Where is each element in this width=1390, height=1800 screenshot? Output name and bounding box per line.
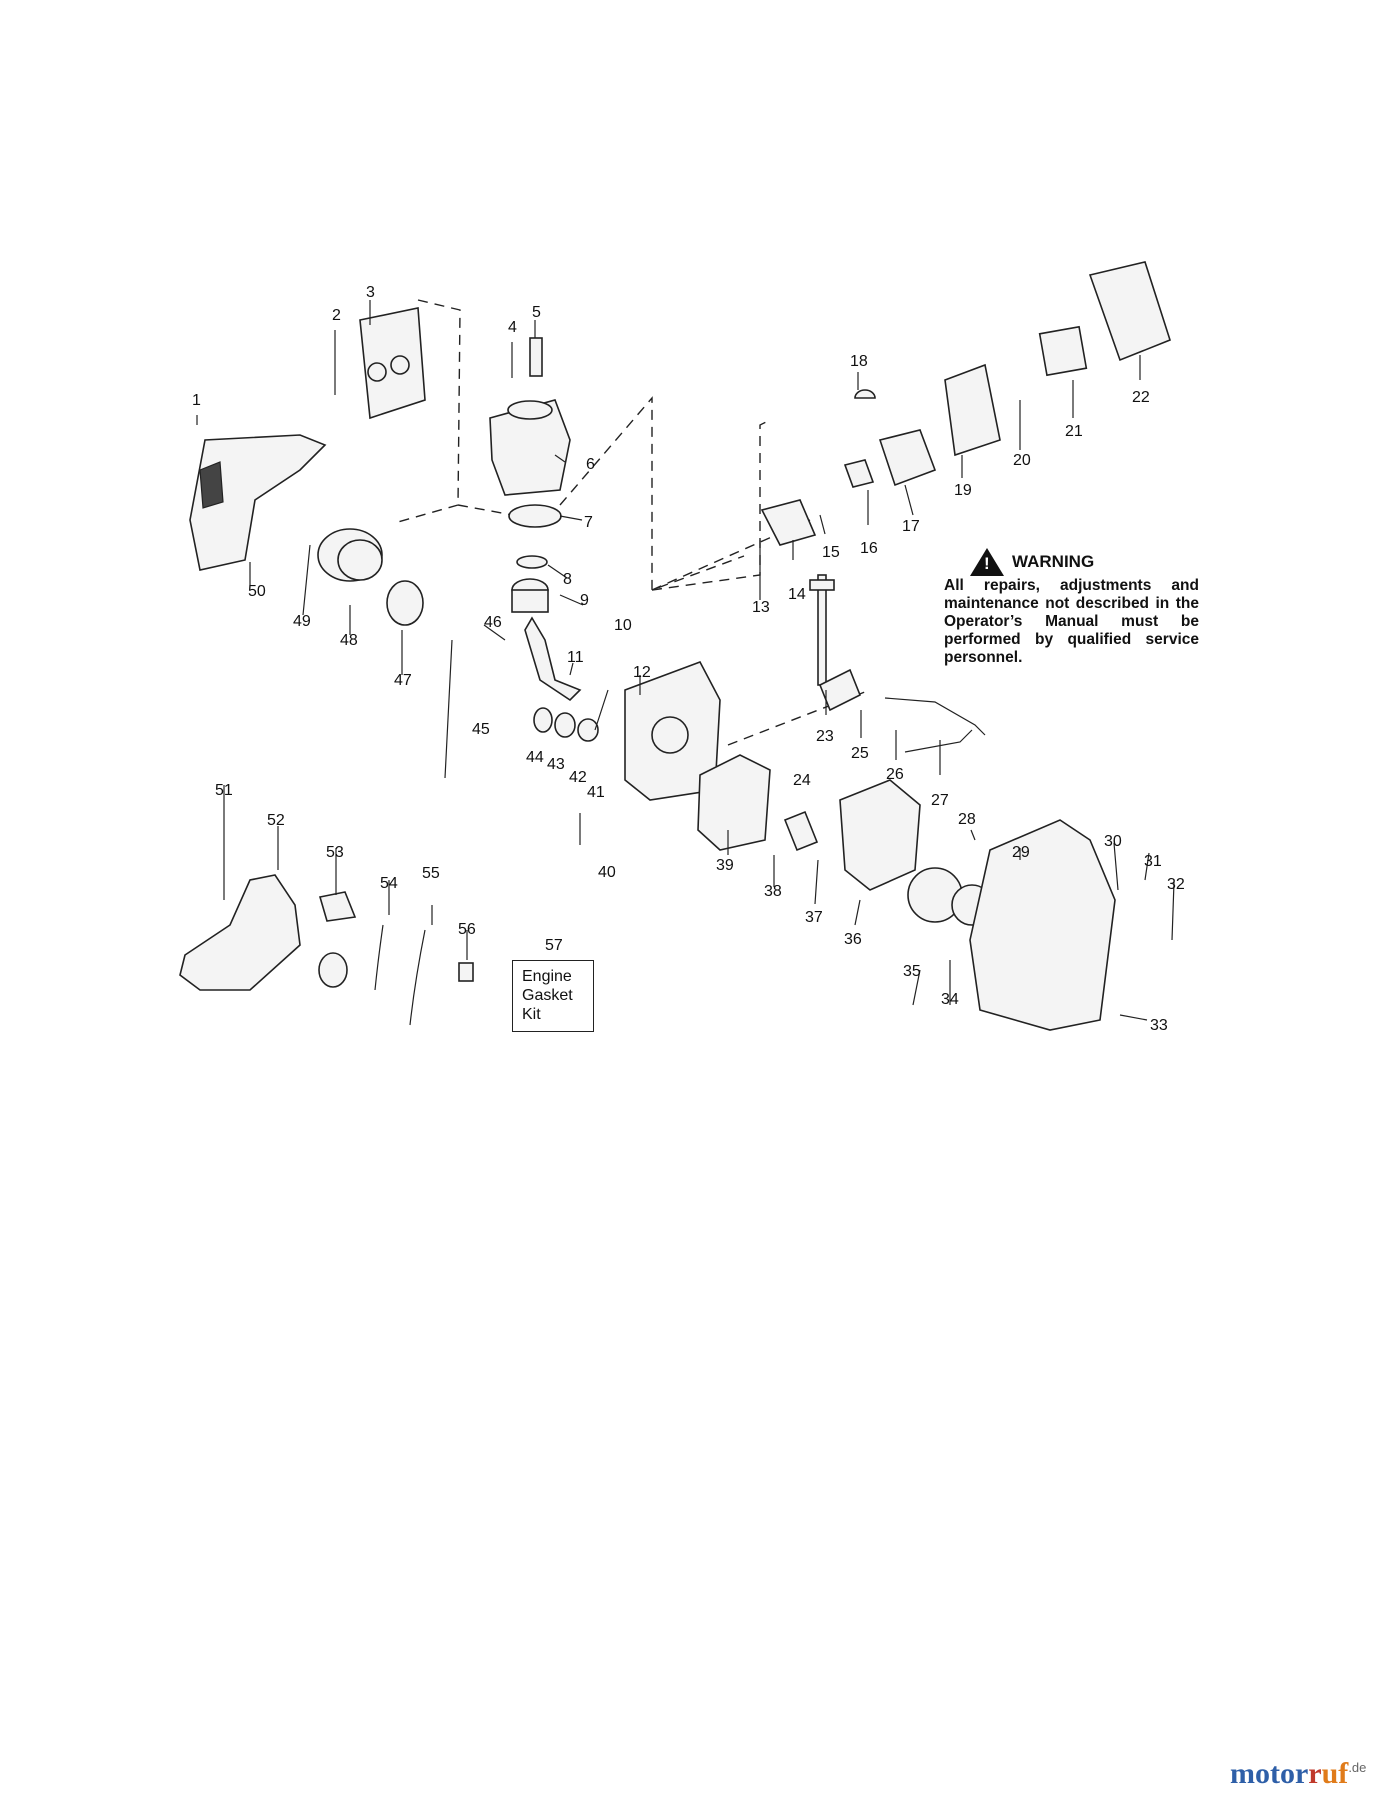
callout-40: 40 (598, 864, 616, 881)
callout-20: 20 (1013, 452, 1031, 469)
callout-30: 30 (1104, 833, 1122, 850)
callout-8: 8 (563, 571, 572, 588)
callout-48: 48 (340, 632, 358, 649)
callout-15: 15 (822, 544, 840, 561)
callout-47: 47 (394, 672, 412, 689)
callout-37: 37 (805, 909, 823, 926)
callout-43: 43 (547, 756, 565, 773)
callout-19: 19 (954, 482, 972, 499)
callout-17: 17 (902, 518, 920, 535)
callout-53: 53 (326, 844, 344, 861)
leader-lines (196, 300, 1175, 1021)
callout-6: 6 (586, 456, 595, 473)
part-shapes (179, 261, 1171, 1031)
assembly-dash-line (397, 299, 771, 592)
callout-3: 3 (366, 284, 375, 301)
callout-51: 51 (215, 782, 233, 799)
watermark-logo: motorruf.de (1230, 1757, 1367, 1790)
callout-11: 11 (567, 649, 584, 666)
callout-31: 31 (1144, 853, 1162, 870)
callout-52: 52 (267, 812, 285, 829)
callout-35: 35 (903, 963, 921, 980)
callout-55: 55 (422, 865, 440, 882)
callout-24: 24 (793, 772, 811, 789)
kit-line: Gasket (522, 987, 573, 1004)
callout-18: 18 (850, 353, 868, 370)
callout-14: 14 (788, 586, 806, 603)
warning-icon: ! (970, 548, 1004, 576)
callout-25: 25 (851, 745, 869, 762)
callout-23: 23 (816, 728, 834, 745)
callout-9: 9 (580, 592, 589, 609)
warning-box: ! WARNING All repairs, adjustments and m… (944, 548, 1199, 667)
callout-45: 45 (472, 721, 490, 738)
callout-22: 22 (1132, 389, 1150, 406)
kit-line: Kit (522, 1006, 541, 1023)
callout-49: 49 (293, 613, 311, 630)
callout-21: 21 (1065, 423, 1083, 440)
callout-12: 12 (633, 664, 651, 681)
callout-2: 2 (332, 307, 341, 324)
callout-41: 41 (587, 784, 605, 801)
callout-56: 56 (458, 921, 476, 938)
warning-title: WARNING (1012, 552, 1095, 571)
engine-gasket-kit-box: Engine Gasket Kit (512, 960, 594, 1032)
callout-7: 7 (584, 514, 593, 531)
callout-4: 4 (508, 319, 517, 336)
kit-line: Engine (522, 968, 572, 985)
callout-50: 50 (248, 583, 266, 600)
callout-42: 42 (569, 769, 587, 786)
callout-26: 26 (886, 766, 904, 783)
callout-34: 34 (941, 991, 959, 1008)
callout-39: 39 (716, 857, 734, 874)
callout-5: 5 (532, 304, 541, 321)
callout-33: 33 (1150, 1017, 1168, 1034)
warning-message: All repairs, adjustments and maintenance… (944, 577, 1199, 666)
callout-57: 57 (545, 937, 563, 954)
callout-36: 36 (844, 931, 862, 948)
callout-44: 44 (526, 749, 544, 766)
callout-32: 32 (1167, 876, 1185, 893)
callout-29: 29 (1012, 844, 1030, 861)
callout-1: 1 (192, 392, 201, 409)
callout-labels: 1 2 3 4 5 6 7 8 9 10 11 12 13 14 15 16 1… (192, 284, 1185, 1034)
callout-54: 54 (380, 875, 398, 892)
callout-38: 38 (764, 883, 782, 900)
callout-10: 10 (614, 617, 632, 634)
callout-27: 27 (931, 792, 949, 809)
callout-16: 16 (860, 540, 878, 557)
callout-28: 28 (958, 811, 976, 828)
callout-13: 13 (752, 599, 770, 616)
callout-46: 46 (484, 614, 502, 631)
